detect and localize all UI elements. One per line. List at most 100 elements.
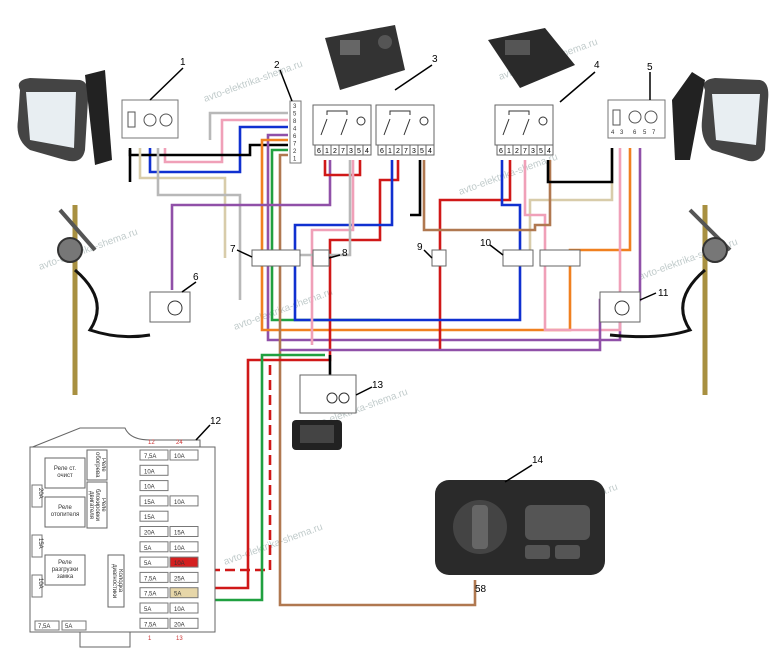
wire-pink2 xyxy=(310,160,355,345)
relay-label: Реле отопителя xyxy=(50,505,80,518)
fuse xyxy=(169,541,199,553)
switch-4-photo xyxy=(488,28,575,88)
fuse-rating: 10A xyxy=(174,500,185,506)
switch-pin-label: 1 xyxy=(507,148,511,155)
wire-brown2 xyxy=(422,160,552,232)
pin-label: 4 xyxy=(293,127,297,133)
pin-label: 4 xyxy=(611,130,615,136)
fuse xyxy=(169,602,199,614)
fuse xyxy=(31,534,43,558)
pin-label: 1 xyxy=(293,157,297,163)
switch-pin-label: 6 xyxy=(380,148,384,155)
switch-3-photo xyxy=(325,25,405,90)
fuse-rating: 5A xyxy=(144,607,151,613)
wire-green2 xyxy=(200,353,325,602)
fuse-rating: 5A xyxy=(65,624,72,630)
fuse xyxy=(139,495,169,507)
pin-label: 8 xyxy=(293,119,297,125)
wire-blue2 xyxy=(293,160,440,322)
fuse-rating: 10A xyxy=(144,469,155,475)
fuse xyxy=(139,617,169,629)
switch-pin-label: 1 xyxy=(388,148,392,155)
switch-pin-label: 5 xyxy=(357,148,361,155)
right-mirror-image xyxy=(672,72,769,162)
fuse xyxy=(139,602,169,614)
wire-tag-58: 58 xyxy=(475,584,487,595)
fuse xyxy=(139,449,169,461)
fuse xyxy=(139,556,169,568)
fuse-rating: 10A xyxy=(144,485,155,491)
fuse xyxy=(169,495,199,507)
rear-fog-switch-13 xyxy=(292,374,357,450)
callout-12: 12 xyxy=(210,416,222,427)
switch-pin-label: 2 xyxy=(333,148,337,155)
wire-red3 xyxy=(438,160,512,350)
switch-pin xyxy=(544,144,554,156)
fuse xyxy=(139,526,169,537)
fuse xyxy=(139,571,169,583)
fuse xyxy=(139,464,169,476)
wire-pink xyxy=(163,118,288,164)
fuse xyxy=(139,541,169,553)
connectors-7-10 xyxy=(251,249,581,267)
fuse-rating: 15A xyxy=(144,515,155,521)
wire-violet2 xyxy=(170,160,332,290)
callouts xyxy=(149,64,657,483)
pin-label: 6 xyxy=(293,134,297,140)
fuse xyxy=(139,510,169,522)
col-header: 24 xyxy=(176,440,183,446)
connector-2: 3 5 8 4 6 7 2 1 xyxy=(289,100,302,164)
fuse-rating: 25A xyxy=(174,576,185,582)
fuse-rating: 7,5A xyxy=(144,592,156,598)
callout-3: 3 xyxy=(432,54,438,65)
callout-6: 6 xyxy=(193,272,199,283)
fuse xyxy=(169,617,199,629)
fuse xyxy=(169,571,199,583)
switch-pin xyxy=(425,144,435,156)
wire-blue3 xyxy=(440,160,522,322)
callout-1: 1 xyxy=(180,57,186,68)
callout-10: 10 xyxy=(480,238,492,249)
switch-pin-label: 6 xyxy=(499,148,503,155)
left-window-regulator-image xyxy=(57,205,151,395)
watermark: avto-elektrika-shema.ru xyxy=(202,59,304,105)
fuse-box-12: 12 24 1 13 7,5A10A10A15A15A20A5A5A7,5A7,… xyxy=(29,427,216,648)
switch-pin-label: 7 xyxy=(404,148,408,155)
right-window-regulator-image xyxy=(609,205,732,395)
fuse xyxy=(169,587,199,599)
watermark: avto-elektrika-shema.ru xyxy=(232,287,334,333)
right-mirror-connector-block: 4 3 6 5 7 xyxy=(607,99,666,139)
fuse xyxy=(169,556,199,568)
callout-11: 11 xyxy=(658,288,669,299)
callout-14: 14 xyxy=(532,455,544,466)
pin-label: 6 xyxy=(633,130,637,136)
fuse-rating: 7,5A xyxy=(144,454,156,460)
col-header: 13 xyxy=(176,636,183,642)
left-mirror-image xyxy=(17,70,112,165)
fuse-rating: 15A xyxy=(144,500,155,506)
fuse-rating: 15A xyxy=(174,531,185,537)
left-mirror-connector-block xyxy=(121,99,179,139)
switch-pin-label: 2 xyxy=(396,148,400,155)
callout-2: 2 xyxy=(274,60,280,71)
fuse xyxy=(31,484,43,508)
pin-label: 3 xyxy=(620,130,624,136)
window-motor-6 xyxy=(149,291,191,323)
relay-label: Реле блокировки двигателя xyxy=(88,489,106,521)
fuse xyxy=(61,620,87,631)
fuse xyxy=(139,587,169,599)
wire-beige xyxy=(138,148,227,258)
callout-13: 13 xyxy=(372,380,384,391)
fuse xyxy=(169,526,199,537)
fuse-rating: 10A xyxy=(174,454,185,460)
wire-grey xyxy=(208,111,288,140)
pin-label: 7 xyxy=(652,130,656,136)
fuse-rating: 5A xyxy=(144,561,151,567)
fuse-rating: 7,5A xyxy=(38,624,50,630)
wire-black3 xyxy=(546,148,614,184)
switch-pin-label: 2 xyxy=(515,148,519,155)
switch-pin-label: 6 xyxy=(317,148,321,155)
switch-pin xyxy=(362,144,372,156)
